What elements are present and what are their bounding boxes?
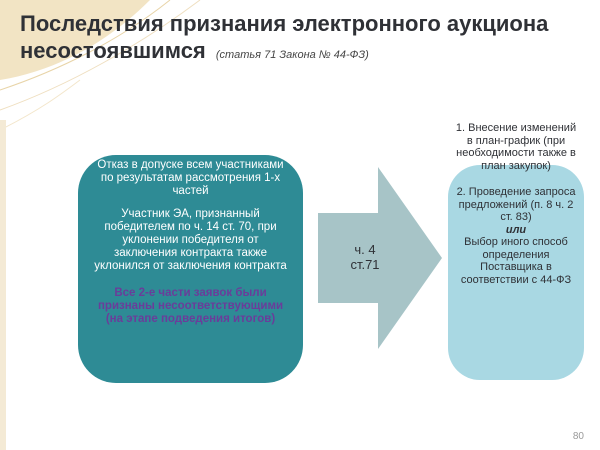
arrow-label-line-1: ч. 4	[354, 242, 376, 257]
arrow-label: ч. 4 ст.71	[335, 242, 395, 272]
condition-3: Все 2-е части заявок были признаны несоо…	[97, 287, 284, 325]
consequence-1: 1. Внесение изменений в план-график (при…	[455, 122, 577, 172]
right-arrow-shape	[318, 167, 442, 349]
consequence-2: 2. Проведение запроса предложений (п. 8 …	[456, 186, 576, 223]
consequences-box	[448, 165, 584, 380]
slide-title: Последствия признания электронного аукци…	[20, 10, 590, 69]
arrow-label-line-2: ст.71	[350, 257, 380, 272]
or-label: или	[505, 223, 527, 236]
condition-2: Участник ЭА, признанный победителем по ч…	[94, 208, 287, 272]
consequence-3: Выбор иного способ определения Поставщик…	[460, 236, 572, 286]
conditions-box: Отказ в допуске всем участниками по резу…	[78, 155, 303, 383]
page-number: 80	[572, 431, 584, 442]
title-text: Последствия признания электронного аукци…	[20, 11, 549, 63]
condition-1: Отказ в допуске всем участниками по резу…	[97, 159, 284, 197]
consequences-text: 1. Внесение изменений в план-график (при…	[452, 122, 580, 286]
title-note: (статья 71 Закона № 44-ФЗ)	[215, 49, 369, 61]
